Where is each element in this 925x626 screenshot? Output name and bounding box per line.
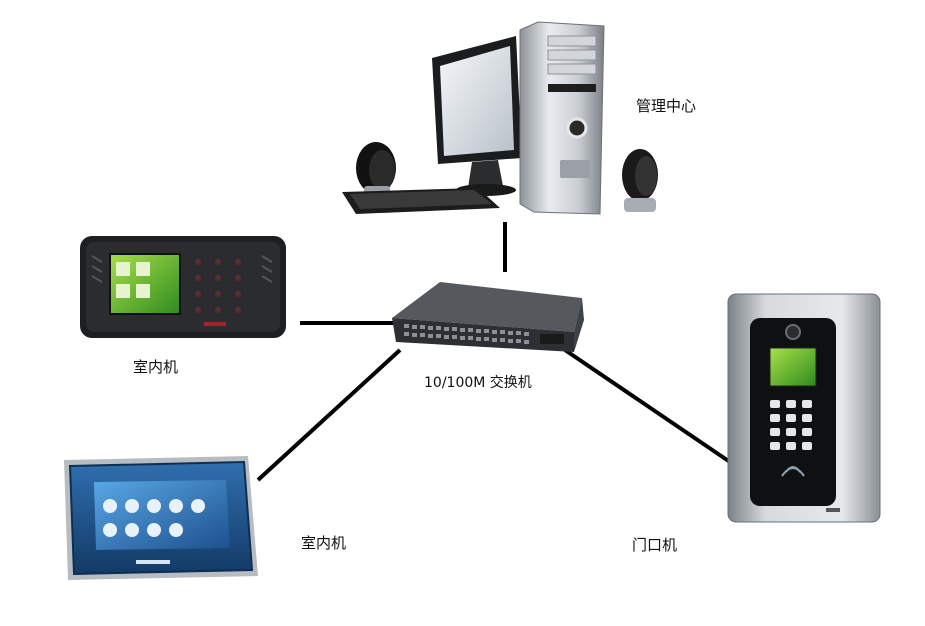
- tower-icon: [519, 21, 605, 215]
- management-center-pc: [342, 21, 658, 215]
- edge-switch-door: [563, 348, 732, 464]
- right-speaker-icon: [622, 149, 658, 212]
- door-unit-label: 门口机: [632, 536, 678, 554]
- edge-switch-indoor2: [256, 348, 402, 482]
- keyboard-icon: [342, 188, 500, 214]
- switch-label: 10/100M 交换机: [424, 375, 532, 391]
- door-unit-icon: [727, 293, 881, 523]
- left-speaker-icon: [356, 142, 396, 196]
- indoor-unit-1-label: 室内机: [133, 358, 179, 376]
- indoor-unit-2-icon: [64, 456, 258, 580]
- indoor-unit-2-label: 室内机: [301, 534, 347, 552]
- network-switch-icon: [392, 282, 584, 352]
- indoor-unit-1-icon: [80, 236, 286, 338]
- monitor-icon: [432, 36, 522, 196]
- connection-lines: [256, 222, 732, 482]
- management-center-label: 管理中心: [636, 97, 697, 115]
